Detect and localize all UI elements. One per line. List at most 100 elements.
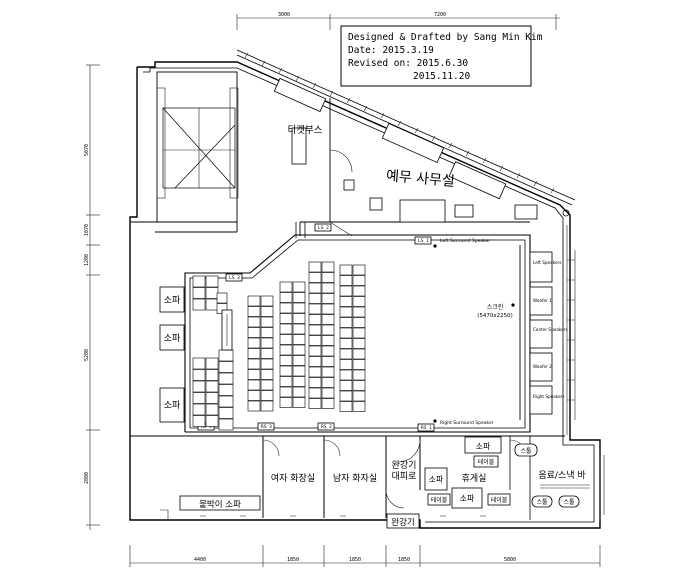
dim-left-1: 5070: [84, 144, 90, 156]
theater-seat: [308, 356, 322, 367]
theater-seat: [260, 390, 274, 401]
switch-rs4: RS 4: [201, 424, 212, 430]
theater-seat: [279, 323, 293, 335]
theater-seat: [352, 296, 366, 307]
theater-seat: [260, 358, 274, 370]
sofa-3: [159, 387, 185, 423]
theater-seat: [192, 275, 206, 288]
builtin-sofa-label: 붙박이 소파: [199, 499, 241, 510]
theater-seat: [205, 380, 219, 393]
stool-3-label: 스툴: [563, 499, 575, 506]
left-surround-label: Left Surround Speaker: [440, 238, 490, 244]
theater-seat: [260, 337, 274, 349]
theater-seat: [218, 384, 234, 396]
theater-seat: [247, 400, 261, 412]
theater-seat: [205, 392, 219, 404]
theater-seat: [260, 295, 274, 307]
outer-walls: [129, 49, 605, 529]
theater-seat: [321, 398, 335, 409]
theater-seat: [218, 395, 234, 408]
title-block: Designed & Drafted by Sang Min Kim Date:…: [340, 25, 543, 87]
stool-2: [531, 495, 553, 508]
theater-seat: [352, 327, 366, 339]
theater-seat: [352, 317, 366, 328]
window-ticks: [244, 52, 555, 194]
theater-seat: [205, 403, 219, 416]
sofa-1: [159, 286, 185, 313]
theater-seat: [339, 306, 353, 318]
switch-rs3: RS 3: [261, 424, 272, 430]
theater-seat: [321, 345, 335, 357]
speaker-woofer-1: [529, 286, 553, 316]
theater-seat: [192, 298, 206, 311]
speaker-left: [529, 251, 553, 283]
theater-seat: [279, 302, 293, 314]
theater-seat: [339, 380, 353, 391]
theater-seat: [247, 327, 261, 338]
theater-seat: [260, 316, 274, 328]
lounge-table-right-label: 테이블: [491, 496, 508, 504]
stair-core: [156, 71, 239, 223]
theater-seat: [247, 358, 261, 370]
right-surround-label: Right Surround Speaker: [440, 420, 494, 426]
theater-seat: [352, 285, 366, 297]
theater-seat: [308, 293, 322, 304]
dim-left-5: 2800: [84, 472, 90, 484]
ticket-booth-label: 티켓부스: [288, 125, 323, 136]
dim-left-3: 1200: [84, 254, 90, 266]
theater-seat: [247, 337, 261, 349]
theater-seat: [308, 324, 322, 336]
lounge-table-left: [427, 493, 451, 506]
evacuation-route-label: 대피로: [392, 471, 417, 482]
theater-seat: [247, 306, 261, 317]
lounge-sofa-left-label: 소파: [429, 475, 444, 484]
theater-seat: [321, 366, 335, 378]
theater-seat: [339, 359, 353, 370]
theater-seat: [292, 313, 306, 324]
theater-seat: [321, 377, 335, 388]
lounge-table-left-label: 테이블: [431, 496, 448, 504]
theater-seat: [279, 313, 293, 324]
dim-left-4: 5200: [84, 349, 90, 361]
theater-seat: [321, 261, 335, 273]
dim-bottom-2: 1850: [287, 557, 299, 563]
theater-seat: [308, 345, 322, 357]
dim-top-2: 7200: [434, 12, 446, 18]
theater-seat: [321, 356, 335, 367]
sofa-2: [159, 324, 185, 351]
speaker-left-label: Left Speakers: [533, 260, 561, 265]
theater-seat: [308, 387, 322, 399]
mens-restroom-label: 남자 화자실: [333, 473, 377, 484]
switch-rs2: RS 2: [321, 424, 332, 430]
theater: Left Speakers Woofer 1 Center Speakers W…: [184, 222, 568, 433]
theater-seat: [247, 379, 261, 391]
title-date: Date: 2015.3.19: [348, 45, 434, 56]
emergency-exit-label: 완강기: [392, 460, 417, 471]
theater-seat: [292, 302, 306, 314]
theater-seat: [205, 298, 219, 311]
theater-seat: [321, 282, 335, 294]
dim-bottom-3: 1850: [349, 557, 361, 563]
title-revised: Revised on: 2015.6.30: [348, 58, 468, 69]
lounge-sofa-top: [464, 436, 502, 454]
theater-seat: [339, 338, 353, 349]
lobby-area: 티켓부스 예무 사무실: [273, 77, 538, 223]
theater-seat: [279, 376, 293, 387]
stool-3: [558, 495, 580, 508]
theater-seat: [321, 303, 335, 315]
womens-restroom-label: 여자 화장실: [271, 472, 315, 484]
theater-seat: [308, 282, 322, 294]
theater-seat: [292, 281, 306, 293]
speaker-column: Left Speakers Woofer 1 Center Speakers W…: [529, 251, 568, 415]
theater-seat: [279, 397, 293, 408]
sofa-1-label: 소파: [164, 295, 181, 306]
theater-seat: [339, 327, 353, 339]
theater-seat: [339, 401, 353, 412]
theater-seat: [292, 323, 306, 335]
screen-label: 스크린: [487, 304, 504, 311]
theater-seat: [192, 380, 206, 393]
theater-seat: [339, 264, 353, 276]
theater-seat: [292, 334, 306, 345]
builtin-sofa: [179, 495, 261, 511]
